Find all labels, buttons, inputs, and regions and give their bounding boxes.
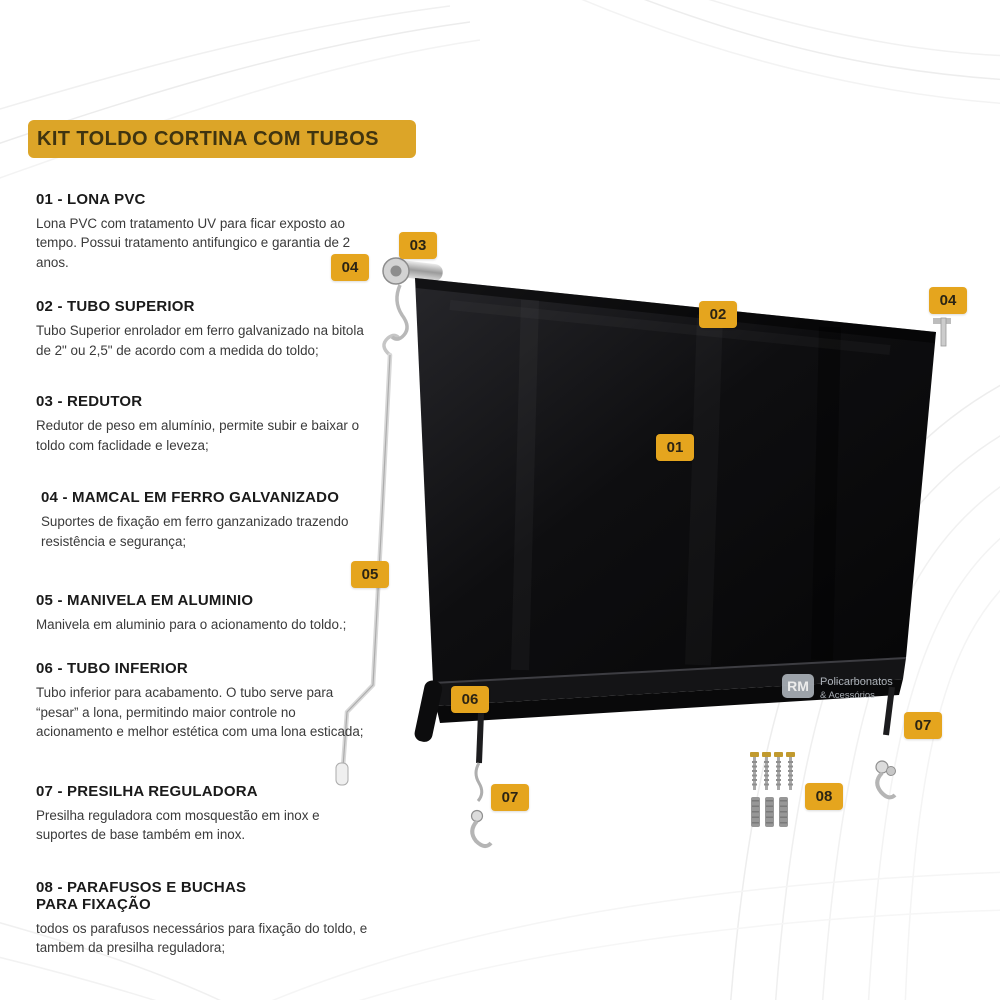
part-heading: 02 - TUBO SUPERIOR [36,298,195,316]
brand-name-line2: & Acessórios [820,690,875,701]
parts-list: 01 - LONA PVC Lona PVC com tratamento UV… [36,191,368,983]
part-item-01-lona-pvc: 01 - LONA PVC Lona PVC com tratamento UV… [36,191,368,272]
right-strap-hook [875,686,897,800]
roller-tube-assembly [382,257,443,341]
brand-logo-text: RM [787,678,809,694]
part-heading: 04 - MAMCAL EM FERRO GALVANIZADO [41,489,340,507]
awning-product-illustration: RM Policarbonatos & Acessórios [335,257,951,848]
part-item-03-redutor: 03 - REDUTOR Redutor de peso em alumínio… [36,393,368,455]
part-item-07-presilha: 07 - PRESILHA REGULADORA Presilha regula… [36,783,368,845]
callout-badge-08-screws: 08 [805,783,843,810]
part-heading: 03 - REDUTOR [36,393,143,411]
part-item-05-manivela: 05 - MANIVELA EM ALUMINIO Manivela em al… [36,592,368,634]
page-title: KIT TOLDO CORTINA COM TUBOS [37,127,379,150]
part-heading: 07 - PRESILHA REGULADORA [36,782,258,800]
part-description: Tubo Superior enrolador em ferro galvani… [36,323,364,358]
part-heading: 05 - MANIVELA EM ALUMINIO [36,591,254,609]
callout-badge-05-crank: 05 [351,561,389,588]
part-description: Presilha reguladora com mosquestão em in… [36,807,320,843]
left-strap-hook [470,712,493,848]
callout-badge-06-bottom-tube: 06 [451,686,489,713]
part-description: Tubo inferior para acabamento. O tubo se… [36,685,364,740]
part-item-06-tubo-inferior: 06 - TUBO INFERIOR Tubo inferior para ac… [36,660,368,741]
callout-badge-02-top-tube: 02 [699,301,737,328]
title-banner: KIT TOLDO CORTINA COM TUBOS [28,120,416,158]
right-bracket [933,317,951,347]
part-description: Redutor de peso em alumínio, permite sub… [36,418,360,453]
part-item-08-parafusos: 08 - PARAFUSOS E BUCHAS PARA FIXAÇÃO tod… [36,879,368,958]
bottom-fold-tube [414,657,907,742]
part-description: Suportes de fixação em ferro ganzanizado… [41,514,349,549]
awning-canvas [415,278,936,683]
callout-badge-07-left-clip: 07 [491,784,529,811]
callout-badge-07-right-clip: 07 [904,712,942,739]
callout-badge-04-left-bracket: 04 [331,254,369,281]
part-item-02-tubo-superior: 02 - TUBO SUPERIOR Tubo Superior enrolad… [36,298,368,360]
brand-watermark: RM Policarbonatos & Acessórios [782,674,893,701]
part-description: todos os parafusos necessários para fixa… [36,920,368,955]
part-heading: 06 - TUBO INFERIOR [36,660,188,678]
brand-name-line1: Policarbonatos [820,676,893,688]
part-description: Lona PVC com tratamento UV para ficar ex… [36,216,351,270]
callout-badge-03-reducer: 03 [399,232,437,259]
callout-badge-04-right-bracket: 04 [929,287,967,314]
part-description: Manivela em aluminio para o acionamento … [36,616,347,632]
part-heading: 08 - PARAFUSOS E BUCHAS PARA FIXAÇÃO [36,878,247,913]
part-heading: 01 - LONA PVC [36,191,146,208]
screws-and-plugs [750,752,795,827]
crank-handle [335,333,402,786]
callout-badge-01-canvas: 01 [656,434,694,461]
part-item-04-mamcal: 04 - MAMCAL EM FERRO GALVANIZADO Suporte… [36,489,368,551]
